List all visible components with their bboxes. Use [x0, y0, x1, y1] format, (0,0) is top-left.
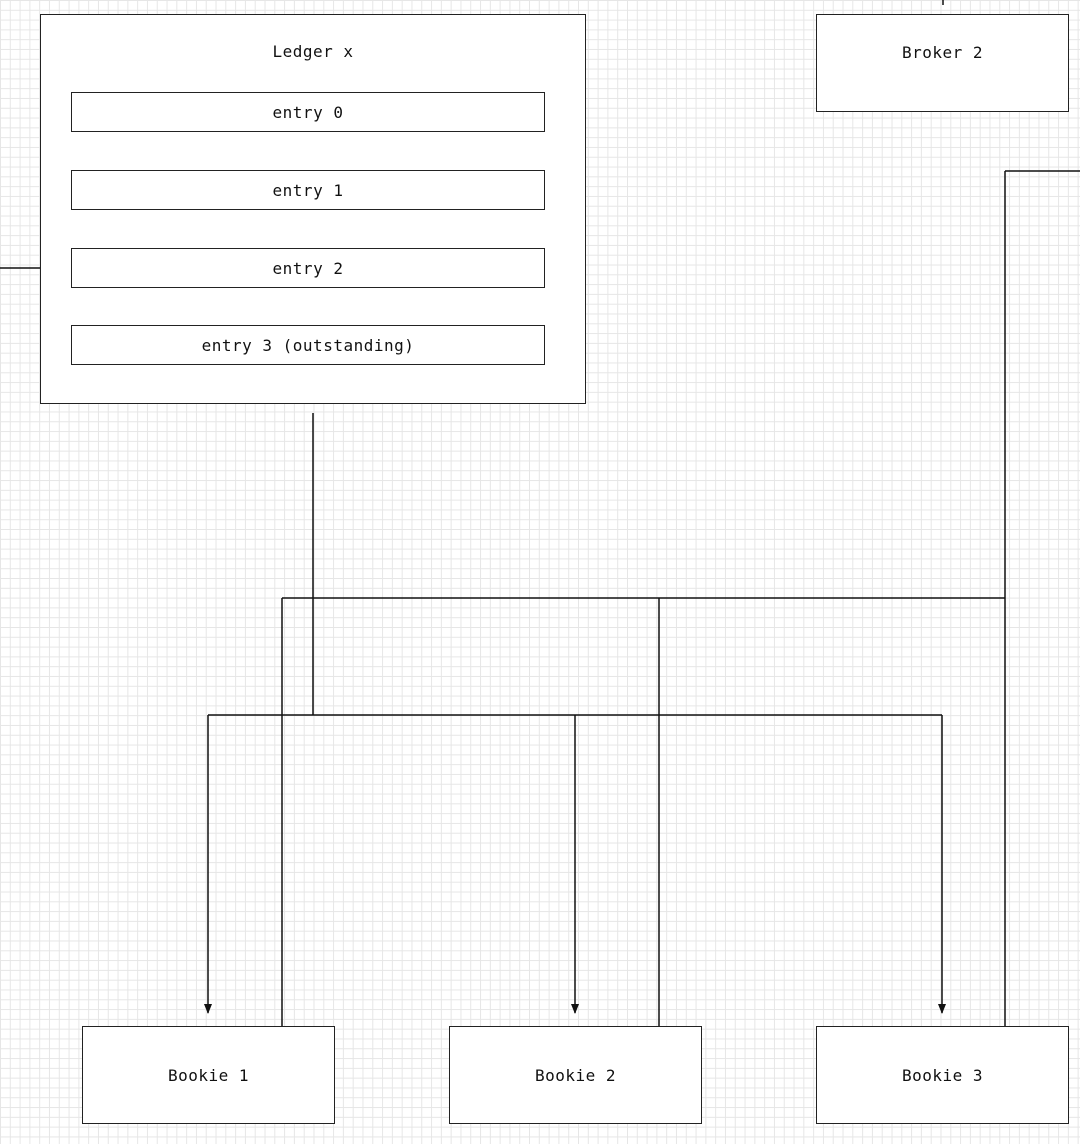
ledger-write-connector	[204, 413, 946, 1014]
broker-label: Broker 2	[901, 43, 984, 62]
ledger-entry-2: entry 2	[71, 248, 545, 288]
ledger-entry-1: entry 1	[71, 170, 545, 210]
bookie-label: Bookie 2	[534, 1065, 617, 1085]
ledger-entry-0: entry 0	[71, 92, 545, 132]
broker-box: Broker 2	[816, 14, 1069, 112]
bookie-1-box: Bookie 1	[82, 1026, 335, 1124]
bookie-2-box: Bookie 2	[449, 1026, 702, 1124]
ledger-entry-3: entry 3 (outstanding)	[71, 325, 545, 365]
entry-label: entry 2	[272, 258, 344, 278]
entry-label: entry 3 (outstanding)	[201, 335, 415, 355]
entry-label: entry 0	[272, 102, 344, 122]
ledger-title: Ledger x	[272, 42, 354, 61]
entry-label: entry 1	[272, 180, 344, 200]
bookie-label: Bookie 1	[167, 1065, 250, 1085]
bookie-return-connector	[281, 170, 1080, 1026]
ledger-box: Ledger x entry 0 entry 1 entry 2 entry 3…	[40, 14, 586, 404]
bookie-3-box: Bookie 3	[816, 1026, 1069, 1124]
bookie-label: Bookie 3	[901, 1065, 984, 1085]
